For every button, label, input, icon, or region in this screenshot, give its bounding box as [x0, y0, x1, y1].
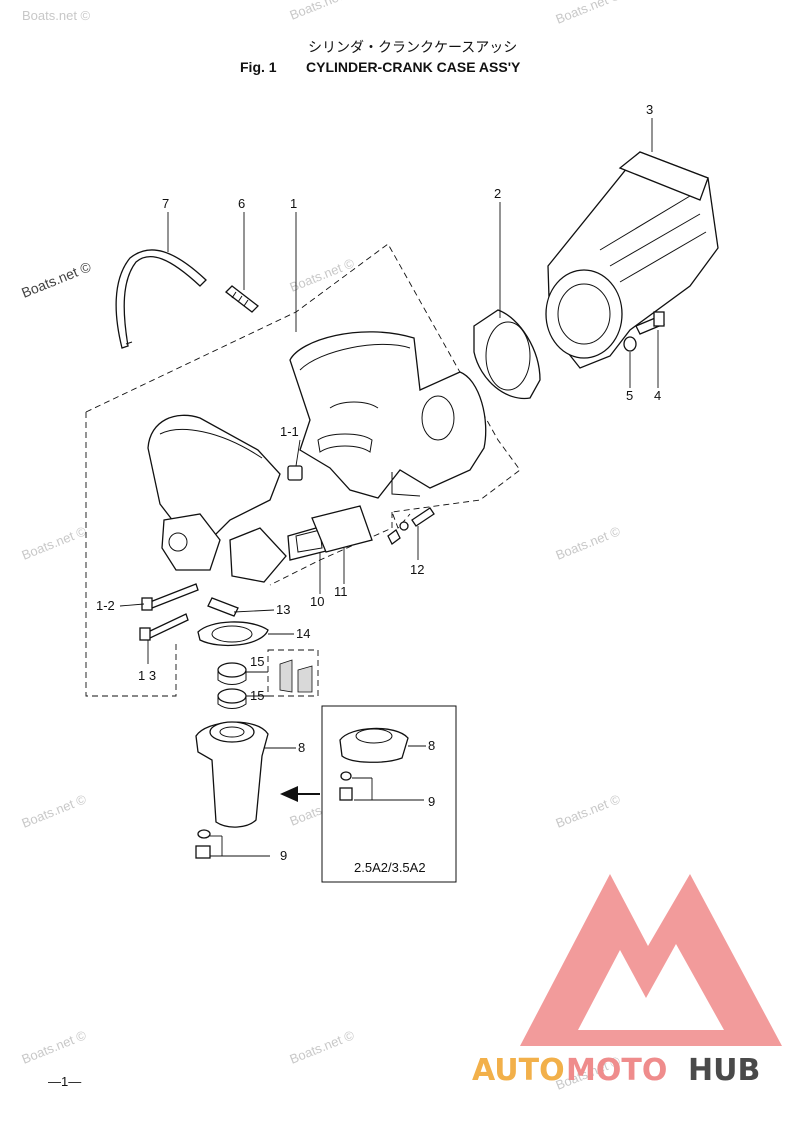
callout-9: 9 — [280, 848, 287, 863]
part-11-reed — [311, 505, 373, 553]
watermark: Boats.net © — [22, 8, 91, 23]
callout-labels: 7 6 1 2 3 4 5 1-1 10 11 12 1-2 1 3 13 14… — [96, 102, 661, 863]
watermark: Boats.net © — [20, 1027, 89, 1067]
title-japanese: シリンダ・クランクケースアッシ — [308, 40, 517, 56]
part-7-hose — [115, 249, 207, 349]
watermark: Boats.net © — [554, 0, 623, 27]
watermark: Boats.net © — [20, 791, 89, 831]
inset-model-label: 2.5A2/3.5A2 — [354, 860, 426, 875]
callout-1: 1 — [290, 196, 297, 211]
watermark: Boats.net © — [554, 791, 623, 831]
callout-7: 7 — [162, 196, 169, 211]
callout-12: 12 — [410, 562, 424, 577]
part-2-gasket — [473, 309, 541, 400]
callout-5: 5 — [626, 388, 633, 403]
callout-3: 3 — [646, 102, 653, 117]
title-english: CYLINDER-CRANK CASE ASS'Y — [306, 59, 521, 75]
part-9-bolt — [195, 829, 211, 859]
part-1-crankcase — [289, 331, 487, 499]
callout-6: 6 — [238, 196, 245, 211]
inset-callout-8: 8 — [428, 738, 435, 753]
part-12-screws — [387, 507, 435, 545]
callout-4: 4 — [654, 388, 661, 403]
callout-13-bolt: 1 3 — [138, 668, 156, 683]
watermark: Boats.net © — [19, 258, 94, 301]
watermark: Boats.net © — [288, 1027, 357, 1067]
part-1-lower-case — [147, 414, 287, 583]
logo-mark-icon — [520, 874, 782, 1046]
part-13-pin — [207, 597, 239, 617]
part-13-bolt — [139, 613, 189, 641]
callout-15b: 15 — [250, 688, 264, 703]
callout-11: 11 — [334, 584, 348, 599]
part-8-housing — [195, 721, 269, 828]
part-6-fitting — [225, 285, 259, 313]
callout-1-2: 1-2 — [96, 598, 115, 613]
leader-lines — [119, 118, 659, 857]
watermark: Boats.net © — [288, 0, 357, 23]
brand-auto: AUTO — [472, 1053, 565, 1088]
watermark: Boats.net © — [20, 523, 89, 563]
part-4-bolt — [635, 311, 665, 335]
reference-arrow — [280, 786, 320, 802]
brand-hub: HUB — [688, 1053, 760, 1088]
part-3-cylinder — [545, 151, 719, 369]
callout-14: 14 — [296, 626, 310, 641]
part-14-gasket — [197, 621, 269, 647]
inset-box: 8 9 2.5A2/3.5A2 — [321, 705, 457, 883]
page-number: —1— — [48, 1074, 81, 1089]
brand-wordmark: AUTO MOTO HUB — [472, 1053, 760, 1088]
callout-1-1: 1-1 — [280, 424, 299, 439]
figure-label: Fig. 1 — [240, 59, 277, 75]
part-15-seals — [217, 649, 319, 709]
brand-moto: MOTO — [566, 1053, 667, 1088]
callout-8: 8 — [298, 740, 305, 755]
callout-15a: 15 — [250, 654, 264, 669]
part-5-washer — [623, 336, 637, 352]
part-1-2-bolt — [141, 583, 199, 611]
inset-callout-9: 9 — [428, 794, 435, 809]
page-header: シリンダ・クランクケースアッシ Fig. 1 CYLINDER-CRANK CA… — [240, 40, 521, 75]
callout-13: 13 — [276, 602, 290, 617]
part-1-1-pin — [287, 465, 303, 481]
watermark: Boats.net © — [554, 523, 623, 563]
brand-logo — [520, 874, 782, 1046]
callout-10: 10 — [310, 594, 324, 609]
callout-2: 2 — [494, 186, 501, 201]
